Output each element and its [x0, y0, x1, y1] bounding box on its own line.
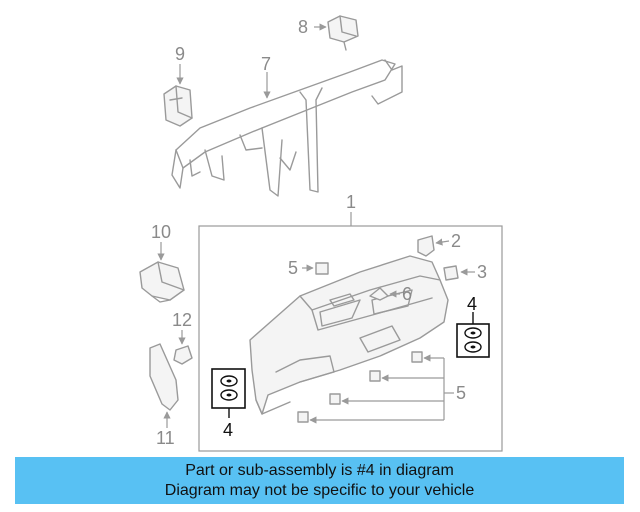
duct-part-2 [417, 235, 435, 257]
part-4-left [211, 368, 246, 418]
callout-8: 8 [298, 17, 308, 37]
instrument-panel-frame [198, 225, 503, 452]
callout-10: 10 [151, 222, 171, 242]
parts-diagram: 7 8 9 1 2 3 5 6 [139, 15, 503, 452]
bracket-part-10 [139, 261, 185, 303]
callout-5-top: 5 [288, 258, 298, 278]
callout-6: 6 [402, 284, 412, 304]
part-4-right [456, 312, 490, 358]
clips-part-5 [297, 351, 423, 423]
callout-7: 7 [261, 54, 271, 74]
cross-car-beam [171, 59, 403, 197]
clip-part-12 [173, 345, 193, 365]
callout-11: 11 [156, 428, 175, 448]
callout-5-bottom: 5 [456, 383, 466, 403]
info-banner: Part or sub-assembly is #4 in diagram Di… [15, 457, 624, 504]
clip-part-3 [443, 265, 459, 281]
callout-4-right: 4 [467, 294, 477, 314]
callout-3: 3 [477, 262, 487, 282]
bracket-part-9 [163, 85, 193, 127]
callout-12: 12 [172, 310, 192, 330]
banner-line-2: Diagram may not be specific to your vehi… [164, 481, 475, 499]
banner-line-1: Part or sub-assembly is #4 in diagram [185, 461, 454, 479]
callout-4-left: 4 [223, 420, 233, 440]
callout-9: 9 [175, 44, 185, 64]
callout-5-leaders [309, 354, 454, 424]
callout-2: 2 [451, 231, 461, 251]
callout-1: 1 [346, 192, 356, 212]
trim-part-6 [369, 287, 389, 301]
side-cover-part-11 [149, 343, 179, 411]
instrument-panel [249, 255, 449, 415]
bracket-part-8 [327, 15, 359, 51]
clip-part-5-top [315, 262, 329, 275]
